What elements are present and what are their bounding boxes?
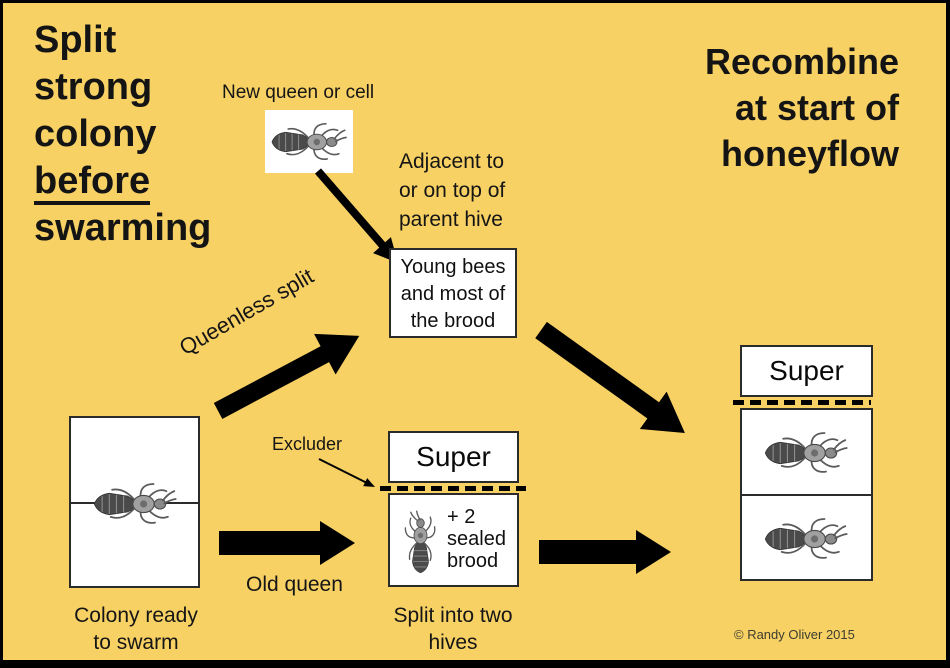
excluder-label: Excluder: [272, 434, 343, 454]
queen-bee-icon: [764, 432, 848, 473]
queen-bee-icon: [271, 122, 347, 160]
recombine-diagonal-arrow: [535, 321, 685, 434]
title-line: honeyflow: [721, 133, 899, 174]
colony-ready-label: Colony ready to swarm: [74, 604, 198, 654]
super-box-right: Super: [740, 345, 873, 397]
queen-excluder-dashed-line: [380, 486, 526, 491]
title-line: colony: [34, 113, 157, 155]
super-box-middle: Super: [388, 431, 519, 483]
queen-excluder-dashed-line: [733, 400, 871, 405]
title-line: Split: [34, 19, 117, 61]
title-line: swarming: [34, 207, 212, 249]
recombine-horizontal-arrow: [539, 530, 671, 574]
title-line: at start of: [734, 87, 899, 128]
hive-body-box-upper: [740, 408, 873, 496]
title-line-underlined: before: [34, 158, 211, 205]
page-title-recombine: Recombine at start of honeyflow: [705, 39, 899, 177]
brood-box: + 2 sealed brood: [388, 493, 519, 587]
split-into-two-label: Split into two hives: [393, 604, 513, 654]
brood-box-text: + 2 sealed brood: [447, 506, 506, 572]
copyright-text: © Randy Oliver 2015: [734, 627, 855, 642]
page-title-split: Split strong colony before swarming: [34, 17, 211, 252]
colony-box: [69, 416, 200, 588]
adjacent-label: Adjacent to or on top of parent hive: [399, 150, 506, 231]
queenless-split-arrow: [213, 333, 360, 419]
queen-bee-icon: [404, 510, 436, 574]
queen-bee-icon: [93, 483, 177, 524]
new-queen-label: New queen or cell: [222, 82, 375, 103]
new-queen-image: [265, 110, 353, 173]
title-line: strong: [34, 66, 153, 108]
young-bees-box: Young bees and most of the brood: [389, 248, 517, 338]
old-queen-label: Old queen: [246, 573, 343, 596]
hive-body-box-lower: [740, 494, 873, 581]
title-line: Recombine: [704, 41, 899, 82]
old-queen-arrow: [219, 521, 355, 565]
queen-bee-icon: [764, 518, 848, 559]
excluder-pointer-arrow: [318, 458, 375, 487]
